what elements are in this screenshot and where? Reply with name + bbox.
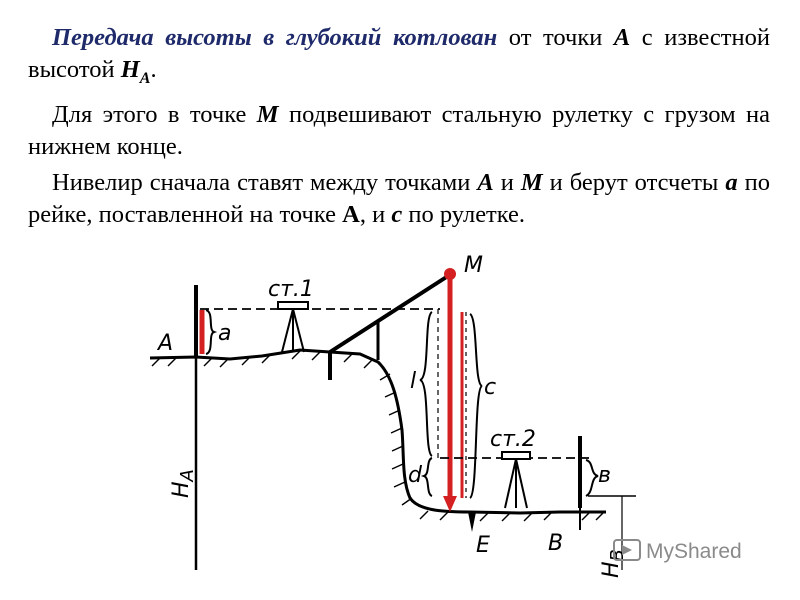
label-reading-c: c [484,375,496,400]
paragraph-1: Передача высоты в глубокий котлован от т… [28,24,770,87]
label-reading-a: a [218,321,231,346]
ground-hatching [151,350,605,522]
label-point-a: A [156,331,173,356]
paragraph-2: Для этого в точке М подвешивают стальную… [28,100,770,160]
level-1-instrument [277,301,309,310]
watermark-play-icon [622,545,632,555]
label-point-b: B [548,531,563,556]
label-station-1: ст.1 [268,277,314,302]
level-2-instrument [501,451,531,460]
label-height-a: HA [169,469,198,498]
watermark: MyShared [613,539,742,563]
point-m [444,268,456,280]
peg-e [468,512,476,532]
brace-c [469,313,486,499]
label-reading-d: d [408,463,423,488]
label-point-m: M [464,253,483,278]
text-block: Передача высоты в глубокий котлован от т… [28,22,770,235]
brace-l [419,311,433,457]
level-1-tripod [281,308,305,353]
label-point-e: E [476,533,490,558]
label-reading-b: в [598,463,611,488]
svg-text:HA: HA [169,469,198,498]
label-length-l: l [410,369,416,394]
bracket-arm [328,274,450,354]
slide-title: Передача высоты в глубокий котлован [52,24,498,51]
tape-weight [443,496,457,512]
brace-a [205,309,218,355]
brace-b [585,459,599,497]
label-station-2: ст.2 [490,427,536,452]
paragraph-3: Нивелир сначала ставят между точками А и… [28,168,770,228]
watermark-text: MyShared [646,540,742,563]
level-2-tripod [504,458,528,509]
brace-d [420,457,433,497]
ground-profile [149,348,606,515]
watermark-logo-icon [613,539,641,561]
